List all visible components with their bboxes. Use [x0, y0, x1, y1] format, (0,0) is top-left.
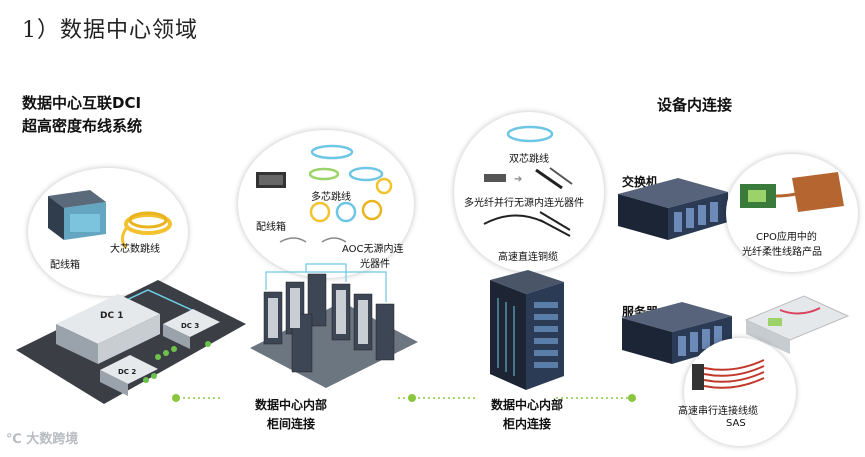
duplex-cable-icon [508, 127, 552, 141]
dc2-label: DC 2 [118, 368, 136, 376]
inter-multi-core-label: 多芯跳线 [311, 188, 351, 203]
intra-duplex-label: 双芯跳线 [509, 150, 549, 165]
inter-aoc-label-line1: AOC无源内连 [342, 240, 404, 255]
sas-bubble: 高速串行连接线缆 SAS [684, 338, 796, 446]
intra-cabinet-caption: 数据中心内部 柜内连接 [482, 396, 572, 434]
flow-dot-1 [172, 394, 180, 402]
intra-cabinet-bubble: ➔ 双芯跳线 多光纤并行无源内连光器件 高速直连铜缆 [454, 112, 604, 272]
intra-dac-label: 高速直连铜缆 [498, 248, 558, 263]
aoc-connector-icon [280, 238, 346, 242]
watermark: ℃ 大数跨境 [6, 428, 78, 447]
sas-label-line1: 高速串行连接线缆 [678, 402, 758, 417]
dc1-label: DC 1 [100, 311, 123, 321]
cpo-bubble: CPO应用中的 光纤柔性线路产品 [726, 154, 858, 272]
dci-heading-line2: 超高密度布线系统 [22, 115, 142, 138]
flex-circuit-icon [776, 172, 844, 212]
flow-dot-2 [408, 394, 416, 402]
sas-cable-icon [704, 360, 764, 388]
inter-caption-line2: 柜间连接 [246, 415, 336, 434]
patch-box-icon [256, 172, 286, 188]
sas-label-line2: SAS [726, 418, 746, 429]
inter-patch-box-label: 配线箱 [256, 218, 286, 233]
switch-device-illustration [614, 160, 732, 244]
multi-core-cable-icon [310, 146, 382, 180]
dac-cable-icon [484, 212, 570, 236]
inter-caption-line1: 数据中心内部 [246, 396, 336, 415]
page-title: 1）数据中心领域 [22, 12, 198, 44]
cpo-label-line2: 光纤柔性线路产品 [742, 243, 822, 258]
sas-cable-art [684, 338, 796, 446]
inter-cabinet-caption: 数据中心内部 柜间连接 [246, 396, 336, 434]
cpo-chip-icon [740, 184, 776, 208]
server-room-illustration [246, 262, 421, 392]
in-device-heading: 设备内连接 [657, 94, 732, 117]
watermark-logo-icon: ℃ [6, 432, 22, 447]
dci-heading-line1: 数据中心互联DCI [22, 92, 142, 115]
svg-text:➔: ➔ [514, 174, 522, 185]
watermark-text: 大数跨境 [26, 432, 78, 447]
flow-dot-3 [628, 394, 636, 402]
intra-caption-line2: 柜内连接 [482, 415, 572, 434]
dc3-label: DC 3 [181, 322, 199, 330]
cabinet-illustration [484, 268, 576, 396]
intra-parallel-label: 多光纤并行无源内连光器件 [464, 194, 584, 209]
parallel-optic-icon: ➔ [484, 168, 572, 188]
dci-heading: 数据中心互联DCI 超高密度布线系统 [22, 92, 142, 138]
dci-trunk-cable-label: 大芯数跳线 [110, 240, 160, 255]
patch-box-icon [48, 190, 106, 240]
intra-caption-line1: 数据中心内部 [482, 396, 572, 415]
cpo-label-line1: CPO应用中的 [756, 228, 817, 243]
inter-cabinet-bubble: 多芯跳线 配线箱 AOC无源内连 光器件 [238, 130, 414, 278]
